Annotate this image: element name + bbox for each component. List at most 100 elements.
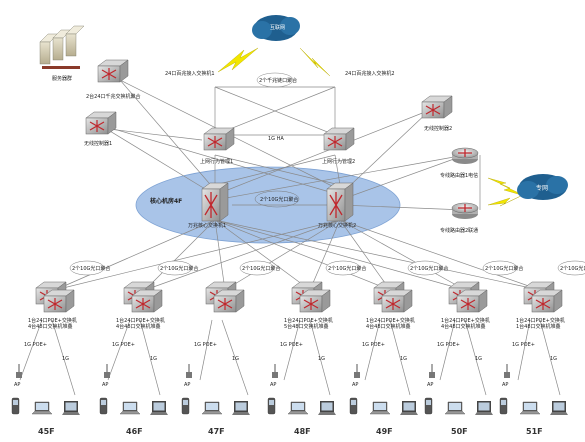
ap-icon <box>15 363 23 379</box>
phone-icon <box>424 397 433 415</box>
ap-icon <box>353 363 361 379</box>
floor-name-label: 50F <box>451 427 468 436</box>
behavior-mgmt-2-icon <box>323 127 355 151</box>
floor-agg-label: 2个10G光口聚合 <box>485 265 523 272</box>
floor-agg-ellipse <box>482 260 518 276</box>
speed-label: 1G <box>550 356 557 362</box>
server-group-icon <box>39 25 85 69</box>
floor-switch-icon <box>456 289 488 313</box>
wireless-controller-1-label: 无线控制器1 <box>84 140 112 147</box>
laptop-icon <box>201 401 223 415</box>
server-group-label: 服务器群 <box>52 75 72 82</box>
core-switch-2-label: 万兆核心交换机2 <box>318 222 356 229</box>
router-1-label: 专线路由器1电信 <box>440 172 478 179</box>
router-2-icon <box>451 202 479 220</box>
access-link-ellipse <box>256 72 294 88</box>
floor-agg-ellipse <box>157 260 193 276</box>
ap-icon <box>503 363 511 379</box>
floor-stack-label: 4台48口交换机堆叠 <box>366 323 411 330</box>
internet-cloud-icon <box>252 15 300 41</box>
floor-agg-label: 2个10G光口聚合 <box>72 265 110 272</box>
laptop-icon <box>287 401 309 415</box>
laptop-icon <box>31 401 53 415</box>
floor-switch-icon <box>299 289 331 313</box>
floor-switch-icon <box>213 289 245 313</box>
floor-agg-label: 2个10G光口聚合 <box>410 265 448 272</box>
floor-switch-icon <box>131 289 163 313</box>
ap-icon <box>428 363 436 379</box>
pc-icon <box>232 401 250 415</box>
ap-label: AP <box>352 382 358 388</box>
ap-icon <box>271 363 279 379</box>
core-link-ellipse <box>254 190 300 208</box>
ap-label: AP <box>14 382 20 388</box>
floor-name-label: 51F <box>526 427 543 436</box>
speed-label: 1G <box>62 356 69 362</box>
floor-switch-icon <box>43 289 75 313</box>
core-switch-1-label: 万兆核心交换机1 <box>188 222 226 229</box>
floor-stack-label: 1台24口POE+交换机 <box>441 317 490 324</box>
lightning-bolts <box>217 47 526 207</box>
floor-name-label: 47F <box>208 427 225 436</box>
floor-name-label: 49F <box>376 427 393 436</box>
floor-stack-label: 1台24口POE+交换机 <box>284 317 333 324</box>
floor-stack-label: 1台24口POE+交换机 <box>28 317 77 324</box>
ha-label: 1G HA <box>268 136 284 142</box>
behavior-mgmt-1-icon <box>203 127 235 151</box>
ap-label: AP <box>427 382 433 388</box>
behavior-mgmt-1-label: 上网行为管理1 <box>200 158 233 165</box>
phone-icon <box>99 397 108 415</box>
poe-label: 1G POE+ <box>280 342 303 348</box>
floor-agg-ellipse <box>407 260 443 276</box>
phone-icon <box>499 397 508 415</box>
ap-label: AP <box>102 382 108 388</box>
floor-stack-label: 1台24口POE+交换机 <box>116 317 165 324</box>
floor-switch-icon <box>381 289 413 313</box>
floor-name-label: 46F <box>126 427 143 436</box>
laptop-icon <box>369 401 391 415</box>
wireless-controller-1-icon <box>85 111 117 135</box>
floor-stack-label: 4台48口交换机堆叠 <box>116 323 161 330</box>
router-1-icon <box>451 147 479 165</box>
router-2-label: 专线路由器2联通 <box>440 227 478 234</box>
floor-name-label: 45F <box>38 427 55 436</box>
floor-agg-label: 2个10G光口聚合 <box>328 265 366 272</box>
behavior-mgmt-2-label: 上网行为管理2 <box>322 158 355 165</box>
speed-label: 1G <box>232 356 239 362</box>
floor-stack-label: 1台24口POE+交换机 <box>516 317 565 324</box>
floor-stack-label: 1台48口交换机堆叠 <box>516 323 561 330</box>
pc-icon <box>550 401 568 415</box>
floor-agg-ellipse <box>239 260 275 276</box>
phone-icon <box>181 397 190 415</box>
pc-icon <box>400 401 418 415</box>
laptop-icon <box>519 401 541 415</box>
core-switch-2-icon <box>326 182 354 222</box>
ap-label: AP <box>502 382 508 388</box>
floor-stack-label: 5台48口交换机堆叠 <box>284 323 329 330</box>
ap-label: AP <box>184 382 190 388</box>
floor-agg-ellipse <box>69 260 105 276</box>
pc-icon <box>62 401 80 415</box>
poe-label: 1G POE+ <box>112 342 135 348</box>
dual-gig-switch-icon <box>97 59 129 83</box>
speed-label: 1G <box>475 356 482 362</box>
floor-agg-ellipse <box>557 260 585 276</box>
internet-label: 互联网 <box>270 24 285 31</box>
speed-label: 1G <box>318 356 325 362</box>
floor-name-label: 48F <box>294 427 311 436</box>
floor-agg-label: 2个10G光口聚合 <box>560 265 585 272</box>
speed-label: 1G <box>150 356 157 362</box>
private-net-cloud-icon <box>517 174 568 200</box>
poe-label: 1G POE+ <box>362 342 385 348</box>
laptop-icon <box>444 401 466 415</box>
access-switch-1-label: 24口百兆接入交换机1 <box>165 70 215 77</box>
phone-icon <box>267 397 276 415</box>
laptop-icon <box>119 401 141 415</box>
